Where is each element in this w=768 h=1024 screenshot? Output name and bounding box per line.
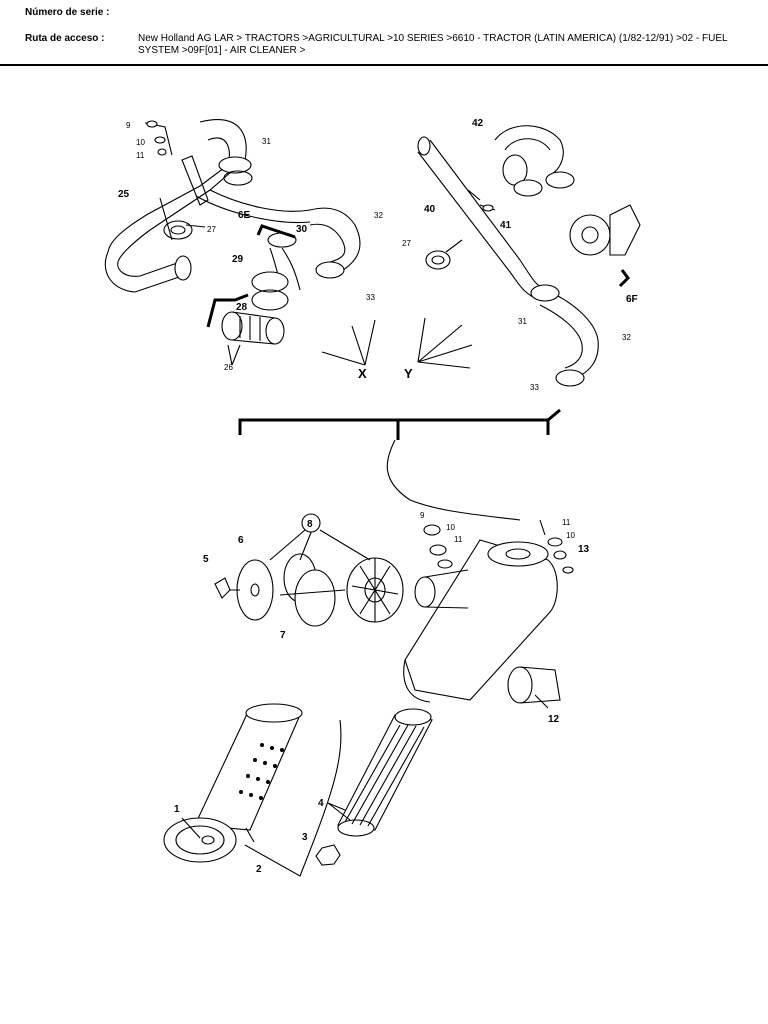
callout-28: 28 <box>236 302 248 313</box>
callout-1: 1 <box>174 804 180 815</box>
callout-9: 9 <box>126 121 131 130</box>
callout-11-b: 11 <box>454 535 463 544</box>
top-left-intake-assembly <box>104 119 361 366</box>
callout-11: 11 <box>136 151 145 160</box>
callout-30-b: 31 <box>518 317 527 326</box>
access-path-value[interactable]: New Holland AG LAR > TRACTORS >AGRICULTU… <box>138 33 728 56</box>
callout-32-b: 33 <box>530 383 539 392</box>
callout-10: 10 <box>136 138 145 147</box>
callout-40: 40 <box>424 204 436 215</box>
callout-5: 5 <box>203 554 209 565</box>
callout-27-b: 27 <box>402 239 411 248</box>
air-cleaner-assembly <box>163 439 574 877</box>
callout-26: 26 <box>224 363 233 372</box>
callout-33-b: 32 <box>622 333 631 342</box>
callout-30: 31 <box>262 137 271 146</box>
top-right-turbo-assembly <box>417 125 641 387</box>
callout-x: X <box>358 366 367 381</box>
direction-arrows <box>321 317 473 369</box>
callout-41: 41 <box>500 220 512 231</box>
callout-y: Y <box>404 366 413 381</box>
header-divider <box>0 64 768 66</box>
callout-6: 6 <box>238 535 244 546</box>
callout-6f: 6F <box>626 294 638 305</box>
callout-27: 27 <box>207 225 216 234</box>
access-path-label: Ruta de acceso : <box>25 33 105 44</box>
callout-33-a: 32 <box>374 211 383 220</box>
callout-10-c: 10 <box>566 531 575 540</box>
callout-3: 3 <box>302 832 308 843</box>
callout-8-circle <box>301 513 321 533</box>
callout-11-c: 11 <box>562 518 571 527</box>
callout-7: 7 <box>280 630 286 641</box>
callout-4: 4 <box>318 798 324 809</box>
callout-13: 13 <box>578 544 590 555</box>
callout-32-a: 33 <box>366 293 375 302</box>
connector-bracket <box>238 418 550 435</box>
callout-8: 8 <box>307 519 313 530</box>
serial-label: Número de serie : <box>25 7 110 18</box>
exploded-parts-diagram: 9 10 11 25 27 31 6E 30 29 28 26 32 33 X … <box>104 118 641 877</box>
callout-10-b: 10 <box>446 523 455 532</box>
callout-12: 12 <box>548 714 560 725</box>
callout-25: 25 <box>118 189 130 200</box>
callout-2: 2 <box>256 864 262 875</box>
callout-42: 42 <box>472 118 484 129</box>
callout-6e: 6E <box>238 210 251 221</box>
callout-9-b: 9 <box>420 511 425 520</box>
page-header: Número de serie : Ruta de acceso : New H… <box>0 0 768 66</box>
callout-29: 29 <box>232 254 244 265</box>
callout-31: 30 <box>296 224 308 235</box>
